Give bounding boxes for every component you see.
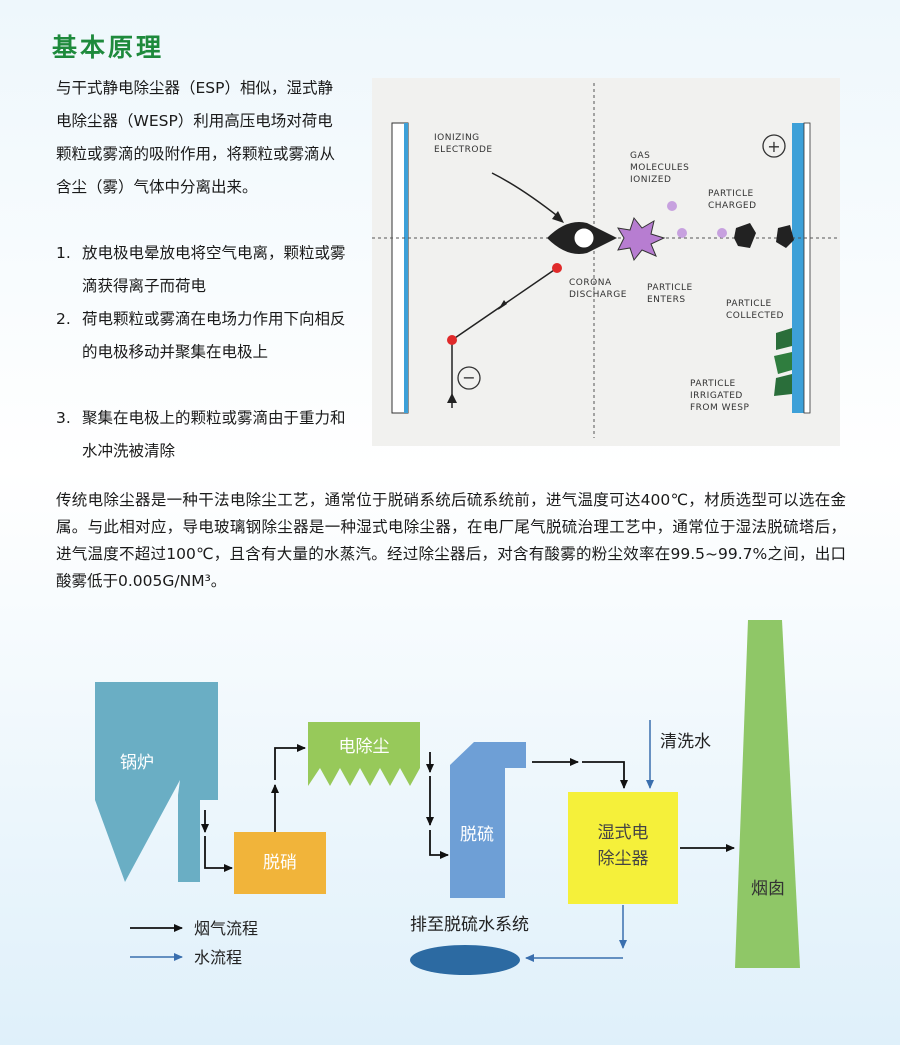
ionizing-electrode-ring [569, 223, 599, 253]
drain-pool [410, 945, 520, 975]
step-text: 荷电颗粒或雾滴在电场力作用下向相反的电极移动并聚集在电极上 [82, 310, 346, 361]
label-corona: CORONA [569, 278, 612, 288]
gas-ion-dot [717, 228, 727, 238]
ionizing-pointer-head [552, 211, 564, 223]
wesp-label-line1: 湿式电 [598, 823, 649, 843]
wesp-principle-diagram: + − IONIZING ELECTRODE GAS MOLECULES ION… [372, 78, 840, 446]
minus-label: − [462, 368, 475, 387]
label-charged: CHARGED [708, 201, 757, 211]
desulfur-tower [450, 742, 526, 898]
ionized-gas-star [617, 216, 666, 262]
boiler-label: 锅炉 [120, 753, 154, 773]
positive-sign-icon [762, 134, 786, 158]
right-plate [792, 123, 804, 413]
negative-sign-icon [457, 366, 481, 390]
step-text: 聚集在电极上的颗粒或雾滴由于重力和水冲洗被清除 [82, 409, 346, 460]
legend-water-label: 水流程 [194, 948, 242, 967]
label-enters: ENTERS [647, 295, 686, 305]
charged-particle [776, 225, 794, 248]
collected-particle [774, 352, 792, 374]
wesp-box [568, 792, 678, 904]
step-text: 放电极电晕放电将空气电离，颗粒或雾滴获得离子而荷电 [82, 244, 346, 295]
step-3: 3. 聚集在电极上的颗粒或雾滴由于重力和水冲洗被清除 [56, 402, 348, 468]
gas-ion-dot [667, 201, 677, 211]
step-1: 1. 放电极电晕放电将空气电离，颗粒或雾滴获得离子而荷电 [56, 237, 348, 303]
particle-dot-red [552, 263, 562, 273]
section-title: 基本原理 [52, 33, 165, 62]
chimney-label: 烟囱 [751, 879, 785, 899]
esp-label: 电除尘 [339, 737, 390, 757]
label-particle: PARTICLE [726, 299, 772, 309]
label-ionizing: IONIZING [434, 133, 480, 143]
label-collected: COLLECTED [726, 311, 784, 321]
gas-ion-dot [677, 228, 687, 238]
charged-particle [734, 223, 756, 248]
label-particle: PARTICLE [708, 189, 754, 199]
wash-water-label: 清洗水 [660, 732, 711, 752]
plus-label: + [767, 137, 780, 156]
principle-svg: + − IONIZING ELECTRODE GAS MOLECULES ION… [372, 83, 840, 438]
path-arrow-head [447, 393, 457, 403]
collected-particle [774, 374, 792, 396]
denox-box [234, 832, 326, 894]
drain-label: 排至脱硫水系统 [410, 915, 529, 935]
label-gas: GAS [630, 151, 650, 161]
particle-dot-red [447, 335, 457, 345]
label-particle: PARTICLE [690, 379, 736, 389]
ionizing-pointer [491, 172, 561, 219]
intro-paragraph: 与干式静电除尘器（ESP）相似，湿式静电除尘器（WESP）利用高压电场对荷电颗粒… [56, 79, 336, 196]
boiler-shape [95, 682, 218, 882]
desulfur-label: 脱硫 [460, 825, 494, 845]
esp-shape [308, 722, 420, 786]
label-particle: PARTICLE [647, 283, 693, 293]
legend-gas-label: 烟气流程 [194, 919, 258, 938]
chimney-shape [735, 620, 800, 968]
wesp-label-line2: 除尘器 [598, 849, 649, 869]
right-plate-edge [803, 122, 811, 414]
gas-arrow [204, 836, 233, 872]
step-2: 2. 荷电颗粒或雾滴在电场力作用下向相反的电极移动并聚集在电极上 [56, 303, 348, 402]
label-discharge: DISCHARGE [569, 290, 627, 300]
gas-arrow [274, 744, 306, 780]
left-plate-edge [404, 123, 408, 413]
body-paragraph: 传统电除尘器是一种干法电除尘工艺，通常位于脱硝系统后硫系统前，进气温度可达400… [56, 491, 846, 590]
denox-label: 脱硝 [263, 853, 297, 873]
label-ionized: IONIZED [630, 175, 671, 185]
gas-arrow [429, 830, 449, 859]
label-irrigated: IRRIGATED [690, 391, 743, 401]
collected-particle [776, 328, 792, 350]
step-number: 1. [56, 244, 71, 262]
label-electrode: ELECTRODE [434, 145, 493, 155]
process-flow-diagram: 锅炉 脱硝 电除尘 脱硫 湿式电 除尘器 烟囱 清洗水 排至脱硫水系统 烟气流程… [95, 620, 800, 975]
step-number: 3. [56, 409, 71, 427]
path-arrow-head [498, 300, 507, 310]
step-number: 2. [56, 310, 71, 328]
label-molecules: MOLECULES [630, 163, 689, 173]
gas-arrow [582, 761, 628, 789]
label-from-wesp: FROM WESP [690, 403, 749, 413]
